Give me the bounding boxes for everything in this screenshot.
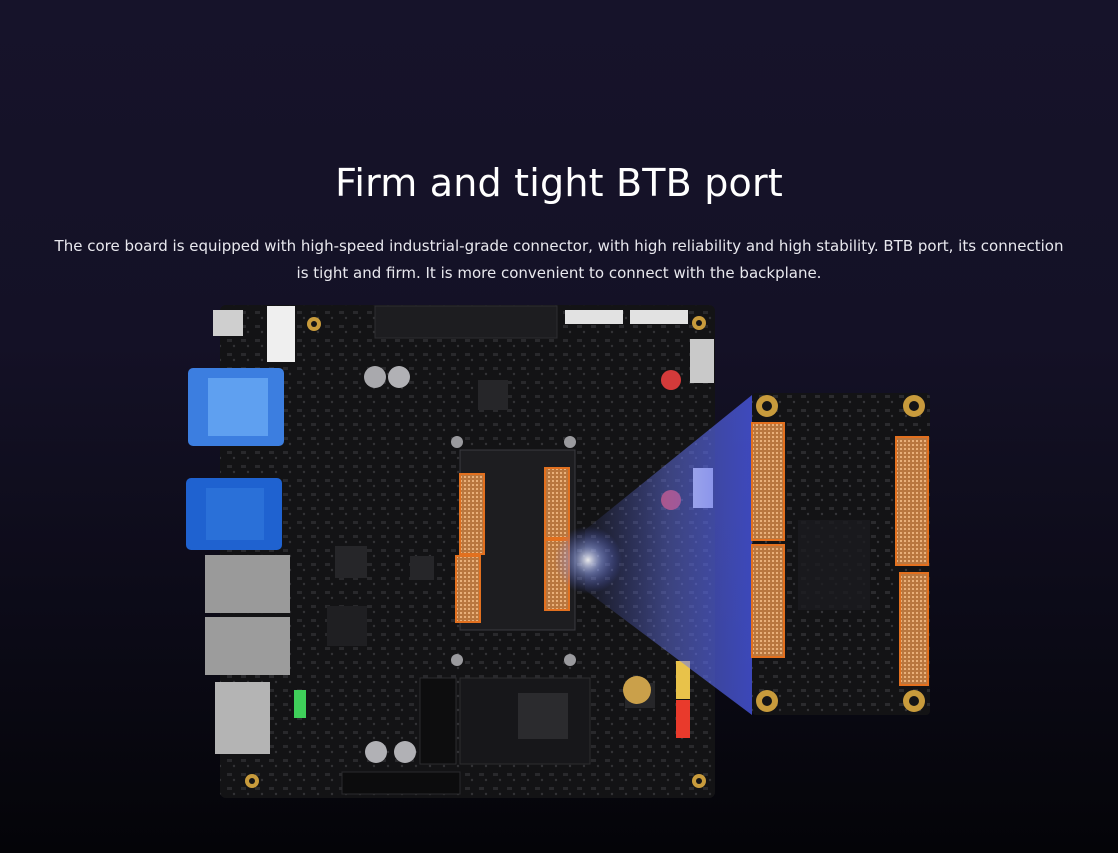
projection-beam xyxy=(585,395,752,715)
page-title: Firm and tight BTB port xyxy=(335,161,783,206)
feature-description: The core board is equipped with high-spe… xyxy=(54,237,1064,282)
core-board xyxy=(751,393,930,715)
carrier-board xyxy=(186,305,715,798)
